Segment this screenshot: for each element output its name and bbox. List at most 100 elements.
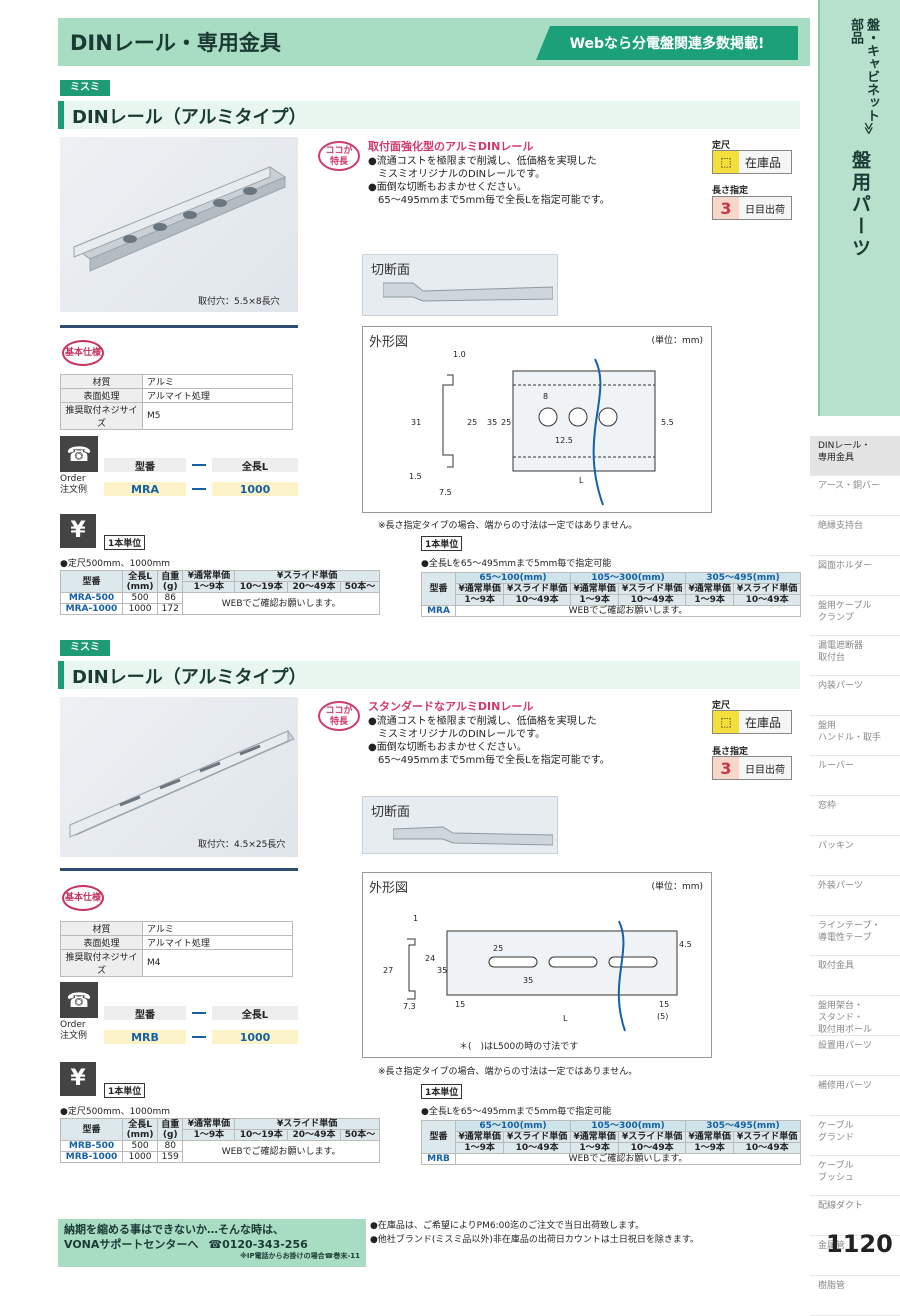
custom-length-label: 長さ指定: [712, 747, 749, 757]
support-line2: VONAサポートセンターへ: [64, 1238, 199, 1251]
side-nav-item[interactable]: 配線ダクト: [810, 1196, 900, 1236]
side-nav-item[interactable]: 取付金具: [810, 956, 900, 996]
col-head: 全長L (mm): [121, 1118, 159, 1141]
qty-head: 1～9本: [454, 1142, 505, 1154]
yen-icon: ¥: [60, 514, 96, 548]
category-tab: [818, 0, 900, 416]
spec-value: アルマイト処理: [142, 935, 293, 950]
side-nav-item[interactable]: 内装パーツ: [810, 676, 900, 716]
side-nav-item[interactable]: 絶縁支持台: [810, 516, 900, 556]
range-head: 105～300(mm): [569, 572, 686, 584]
dash-icon: [192, 1036, 206, 1038]
side-nav-item[interactable]: ラインテープ・ 導電性テープ: [810, 916, 900, 956]
side-nav-item[interactable]: 樹脂管: [810, 1276, 900, 1316]
col-head: ¥通常単価: [182, 1118, 236, 1130]
side-nav-item[interactable]: パッキン: [810, 836, 900, 876]
footer-note2: ●他社ブランド(ミスミ品以外)非在庫品の出荷日カウントは土日祝日を除きます。: [370, 1235, 699, 1245]
outline-drawing: 外形図 (単位：mm) 1 27 24 35 25 4.5 35 7.3 15 …: [362, 872, 712, 1058]
range-head: 305～495(mm): [684, 1120, 802, 1132]
table-cell: 86: [157, 592, 184, 604]
side-nav-item[interactable]: DINレール・ 専用金具: [810, 436, 900, 476]
side-nav-item[interactable]: ルーバー: [810, 756, 900, 796]
cross-section-panel: 切断面: [362, 254, 558, 316]
spec-key: 表面処理: [60, 388, 143, 403]
dim-10: 7.5: [439, 488, 452, 497]
side-nav-item[interactable]: ケーブル ブッシュ: [810, 1156, 900, 1196]
unit-badge: 1本単位: [421, 1084, 463, 1099]
cross-section-panel: 切断面: [362, 796, 558, 854]
order-model-head: 型番: [104, 458, 186, 473]
unit-note: (単位：mm): [651, 882, 703, 892]
page-title: DINレール・専用金具: [70, 31, 281, 55]
range-head: 105～300(mm): [569, 1120, 686, 1132]
qty-head: 1～9本: [684, 594, 735, 606]
support-phone[interactable]: ☎0120-343-256: [208, 1238, 308, 1251]
side-nav-item[interactable]: 漏電遮断器 取付台: [810, 636, 900, 676]
kind-head: ¥通常単価: [569, 583, 620, 595]
spec-key: 材質: [60, 374, 143, 389]
kind-head: ¥スライド単価: [503, 583, 571, 595]
spec-value: M4: [142, 949, 293, 977]
dim-3: 25: [467, 418, 477, 427]
col-head: 自重 (g): [157, 570, 184, 593]
side-nav-item[interactable]: 窓枠: [810, 796, 900, 836]
feature-title: スタンダードなアルミDINレール: [368, 700, 534, 713]
ship-days: 3: [713, 197, 739, 219]
length-select-note: ●全長Lを65～495mmまで5mm毎で指定可能: [421, 1107, 612, 1117]
dim-6: 4.5: [679, 940, 692, 949]
brand-badge: ミスミ: [60, 640, 110, 656]
kind-head: ¥スライド単価: [733, 1131, 801, 1143]
footer-note1: ●在庫品は、ご希望によりPM6:00迄のご注文で当日出荷致します。: [370, 1221, 645, 1231]
bracket-note: ＊( )はL500の時の寸法です: [459, 1042, 579, 1052]
dim-6: 8: [543, 392, 548, 401]
dash-icon: [192, 464, 206, 466]
dim-1: 1.0: [453, 350, 466, 359]
dim-9: 1.5: [409, 472, 422, 481]
side-nav-item[interactable]: 盤用 ハンドル・取手: [810, 716, 900, 756]
side-nav-item[interactable]: 盤用架台・ スタンド・ 取付用ボール: [810, 996, 900, 1036]
table-cell: 500: [121, 1140, 159, 1152]
kind-head: ¥スライド単価: [618, 1131, 686, 1143]
outline-label: 外形図: [369, 881, 409, 896]
feature-title: 取付面強化型のアルミDINレール: [368, 140, 534, 153]
side-nav-item[interactable]: ケーブル グランド: [810, 1116, 900, 1156]
dash-icon: [192, 1012, 206, 1014]
section-title: DINレール（アルミタイプ）: [58, 661, 800, 689]
side-nav-item[interactable]: 設置用パーツ: [810, 1036, 900, 1076]
category-main: 盤用パーツ: [849, 150, 871, 260]
spec-value: M5: [142, 402, 293, 430]
dim-2: 31: [411, 418, 421, 427]
side-nav-item[interactable]: 図面ホルダー: [810, 556, 900, 596]
divider: [60, 868, 298, 871]
cross-section-label: 切断面: [371, 805, 411, 820]
side-nav-item[interactable]: 外装パーツ: [810, 876, 900, 916]
side-nav-item[interactable]: 補修用パーツ: [810, 1076, 900, 1116]
side-nav-item[interactable]: 盤用ケーブル クランプ: [810, 596, 900, 636]
col-head: ¥スライド単価: [234, 1118, 380, 1130]
web-banner[interactable]: Webなら分電盤関連多数掲載!: [536, 26, 798, 60]
spec-value: アルミ: [142, 921, 293, 936]
web-price-note: WEBでご確認お願いします。: [182, 1140, 380, 1163]
stock-box: ⬚在庫品: [712, 150, 792, 174]
dim-11: (5): [657, 1012, 668, 1021]
support-banner[interactable]: 納期を縮める事はできないか…そんな時は、 VONAサポートセンターへ☎0120-…: [58, 1219, 366, 1267]
col-head: 型番: [421, 1120, 456, 1154]
custom-length-label: 長さ指定: [712, 186, 749, 196]
qty-head: 20～49本: [287, 1129, 341, 1141]
table-cell: 1000: [121, 603, 159, 615]
col-head: ¥スライド単価: [234, 570, 380, 582]
dim-12: L: [563, 1014, 568, 1023]
dim-4: 35: [487, 418, 497, 427]
std-length-label: 定尺: [712, 701, 731, 711]
qty-head: 1～9本: [569, 1142, 620, 1154]
hole-size: 取付穴：5.5×8長穴: [198, 297, 280, 307]
side-nav-item[interactable]: アース・銅バー: [810, 476, 900, 516]
ship-days: 3: [713, 757, 739, 779]
spec-key: 推奨取付ネジサイズ: [60, 402, 143, 430]
col-head: 型番: [421, 572, 456, 606]
